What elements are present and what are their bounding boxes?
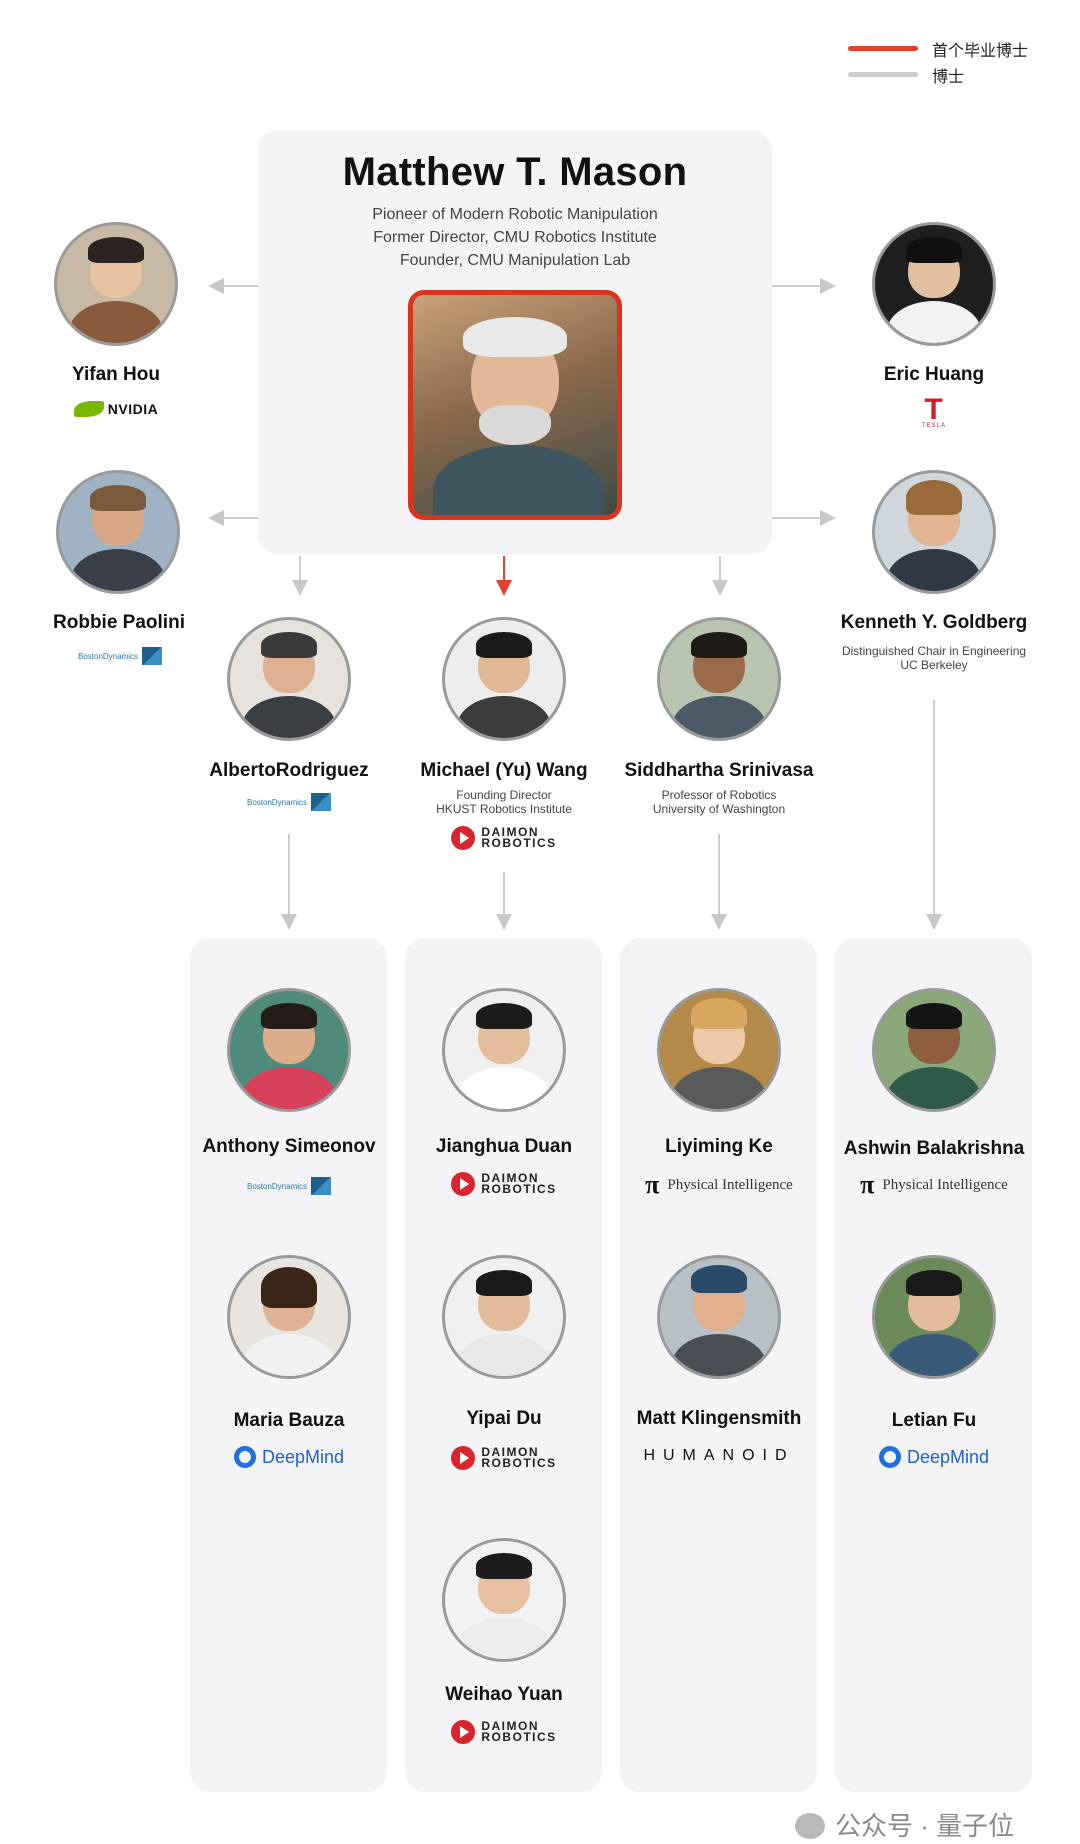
avatar-weihao-yuan [442,1538,566,1662]
logo-text: ROBOTICS [481,1456,557,1470]
person-desc: Founding Director [456,788,552,802]
person-name: Robbie Paolini [53,612,185,633]
legend-item-phd: 博士 [848,62,1048,86]
legend-line-gray [848,72,918,77]
nvidia-eye-icon [73,401,104,417]
bd-mark-icon [142,647,163,665]
deepmind-mark-icon [878,1446,901,1468]
boston-dynamics-logo-icon: BostonDynamics [50,644,190,668]
logo-text: DAIMON [481,1171,539,1185]
logo-text: TESLA [921,423,946,429]
person-desc: Professor of Robotics [661,788,777,802]
avatar-anthony-simeonov [227,988,351,1112]
boston-dynamics-logo-icon: BostonDynamics [219,1174,359,1198]
person-name: AlbertoRodriguez [209,760,369,781]
logo-text: DAIMON [481,825,539,839]
boston-dynamics-logo-icon: BostonDynamics [219,790,359,814]
avatar-eric-huang [872,222,996,346]
logo-text: DAIMON [481,1445,539,1459]
pi-mark-icon: π [860,1170,875,1199]
person-name: Eric Huang [883,364,985,385]
person-desc: UC Berkeley [900,658,968,672]
person-name: Anthony Simeonov [202,1136,376,1157]
pi-mark-icon: π [645,1170,660,1199]
legend-line-red [848,46,918,51]
avatar-maria-bauza [227,1255,351,1379]
avatar-ashwin-balakrishna [872,988,996,1112]
advisor-name: Matthew T. Mason [342,150,688,194]
deepmind-mark-icon [233,1446,256,1468]
advisor-role: Former Director, CMU Robotics Institute [373,229,657,246]
logo-text: ROBOTICS [481,836,557,850]
person-name: Jianghua Duan [435,1136,573,1157]
person-name: Michael (Yu) Wang [420,760,588,781]
deepmind-logo-icon: DeepMind [219,1444,359,1470]
logo-text: DeepMind [906,1446,990,1467]
bd-mark-icon [311,793,332,811]
person-name: Weihao Yuan [445,1684,563,1705]
person-name: Matt Klingensmith [636,1408,802,1429]
logo-text: DeepMind [261,1446,345,1467]
tesla-t-icon: T [924,393,944,426]
person-name: Kenneth Y. Goldberg [840,612,1028,633]
person-name: Ashwin Balakrishna [843,1138,1025,1159]
avatar-kenneth-goldberg [872,470,996,594]
person-desc: HKUST Robotics Institute [436,802,572,816]
watermark-text: 公众号 · 量子位 [835,1811,1015,1841]
logo-text: ROBOTICS [481,1182,557,1196]
avatar-alberto-rodriguez [227,617,351,741]
logo-text: Physical Intelligence [667,1176,793,1193]
person-desc: Distinguished Chair in Engineering [841,644,1027,658]
logo-text: Physical Intelligence [882,1176,1008,1193]
avatar-matt-klingensmith [657,1255,781,1379]
bd-mark-icon [311,1177,332,1195]
daimon-mark-icon [451,826,476,850]
daimon-mark-icon [451,1172,476,1196]
avatar-robbie-paolini [56,470,180,594]
person-name: Yifan Hou [72,364,160,385]
daimon-mark-icon [451,1720,476,1744]
person-name: Letian Fu [891,1410,977,1431]
physical-intelligence-logo-icon: π Physical Intelligence [839,1170,1029,1200]
logo-text: BostonDynamics [246,797,308,807]
humanoid-logo-icon: HUMANOID [624,1444,814,1468]
person-name: Liyiming Ke [665,1136,773,1157]
advisor-role: Pioneer of Modern Robotic Manipulation [372,206,658,223]
logo-text: DAIMON [481,1719,539,1733]
legend-label: 首个毕业博士 [932,43,1029,60]
avatar-yipai-du [442,1255,566,1379]
logo-text: ROBOTICS [481,1730,557,1744]
avatar-letian-fu [872,1255,996,1379]
person-name: Siddhartha Srinivasa [624,760,814,781]
advisor-photo [408,290,622,520]
physical-intelligence-logo-icon: π Physical Intelligence [624,1170,814,1200]
person-desc: University of Washington [652,802,786,816]
daimon-mark-icon [451,1446,476,1470]
legend-label: 博士 [932,69,965,86]
watermark: 公众号 · 量子位 [795,1806,1014,1843]
logo-text: BostonDynamics [77,651,139,661]
avatar-michael-wang [442,617,566,741]
logo-text: BostonDynamics [246,1181,308,1191]
logo-text: HUMANOID [643,1447,795,1464]
avatar-jianghua-duan [442,988,566,1112]
person-name: Yipai Du [466,1408,542,1429]
wechat-icon [795,1813,825,1839]
person-name: Maria Bauza [233,1410,345,1431]
logo-text: NVIDIA [107,401,159,417]
advisor-role: Founder, CMU Manipulation Lab [399,252,631,269]
legend-item-first-phd: 首个毕业博士 [848,36,1048,60]
deepmind-logo-icon: DeepMind [864,1444,1004,1470]
avatar-siddhartha-srinivasa [657,617,781,741]
avatar-yifan-hou [54,222,178,346]
avatar-liyiming-ke [657,988,781,1112]
nvidia-logo-icon: NVIDIA [36,398,196,420]
